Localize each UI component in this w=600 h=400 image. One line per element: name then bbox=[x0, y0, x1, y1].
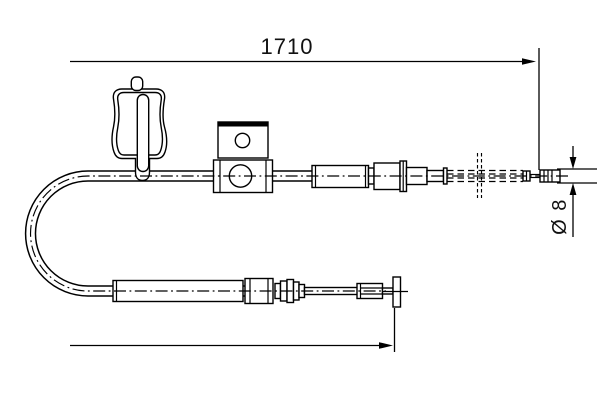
conduit-sleeve bbox=[311, 164, 370, 189]
arrowhead-right-icon bbox=[522, 58, 536, 65]
clip-top-nub bbox=[130, 76, 144, 92]
arrowhead-down-icon bbox=[569, 157, 577, 169]
clevis-end-fitting bbox=[356, 276, 408, 308]
arrowhead-right-icon bbox=[379, 342, 393, 349]
dimension-line-top: 1710 bbox=[70, 34, 540, 170]
bracket-small-hole bbox=[234, 132, 251, 149]
adjuster-collar bbox=[442, 167, 448, 185]
end-diameter-label: Ø 8 bbox=[549, 198, 571, 235]
threaded-rod-dashed-section bbox=[447, 153, 540, 198]
mounting-bracket bbox=[212, 121, 274, 194]
overall-length-label: 1710 bbox=[261, 34, 314, 59]
arrowhead-up-icon bbox=[569, 183, 577, 195]
cable-u-bend bbox=[24, 170, 320, 297]
clip-inner-outline bbox=[115, 91, 164, 156]
cable-centerline bbox=[30, 175, 568, 292]
clip-slot bbox=[136, 93, 150, 173]
bracket-plate-edge bbox=[218, 122, 268, 127]
spring-clip bbox=[111, 76, 168, 182]
dimension-diameter: Ø 8 bbox=[549, 146, 597, 237]
dimension-line-bottom bbox=[70, 308, 396, 352]
